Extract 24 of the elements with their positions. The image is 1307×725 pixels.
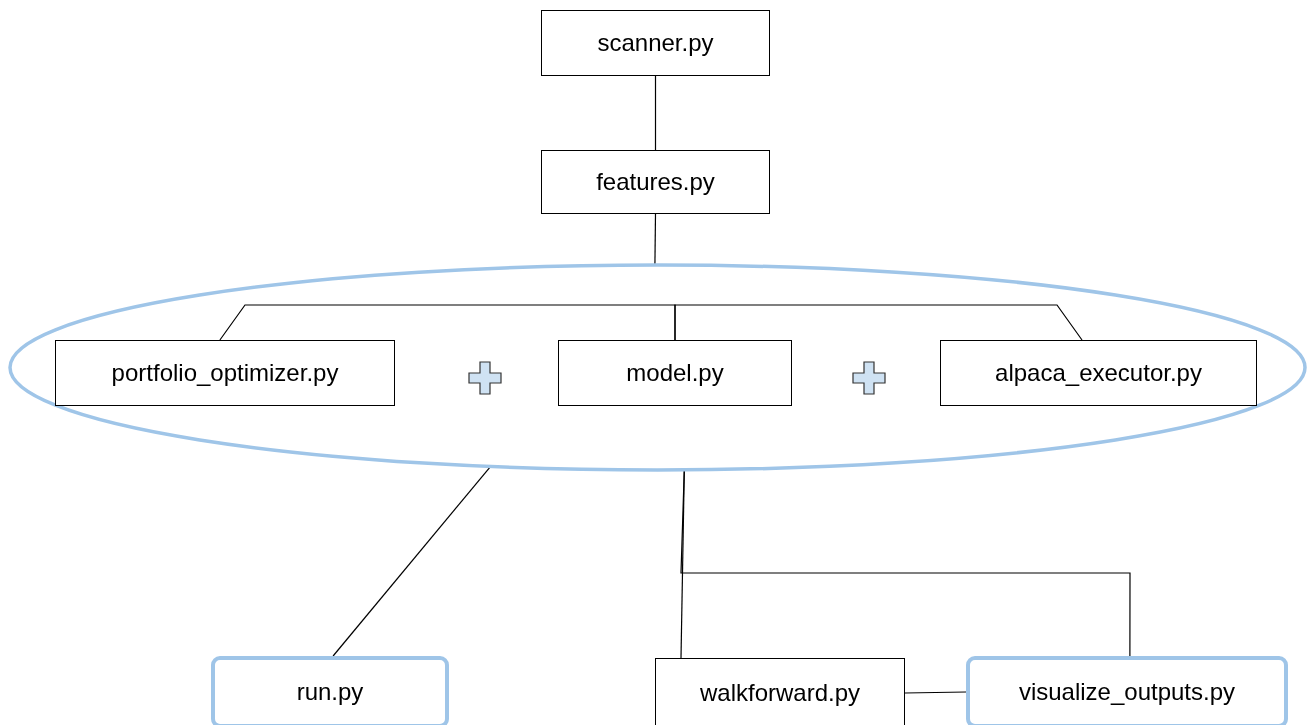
file-name: model.py [626,359,724,387]
connector-line [654,213,657,266]
file-name: visualize_outputs.py [1018,678,1236,706]
file-name: run.py [296,678,364,706]
highlighted-file-box [966,656,1288,725]
connector-line [219,304,676,341]
connector-line [904,691,967,694]
file-name: walkforward.py [699,679,861,707]
file-name: features.py [596,168,715,196]
file-box [541,10,770,76]
file-box [55,340,395,406]
file-name: scanner.py [597,29,714,57]
file-box [940,340,1257,406]
connector-line [680,469,1131,657]
file-name: portfolio_optimizer.py [111,359,339,387]
highlighted-file-box [211,656,449,725]
connector-line [332,465,492,657]
file-box [541,150,770,214]
file-box [655,658,905,725]
group-ellipse [10,265,1305,470]
connector-line [674,304,1083,341]
file-name: alpaca_executor.py [995,359,1202,387]
connector-line [654,75,657,151]
file-box [558,340,792,406]
